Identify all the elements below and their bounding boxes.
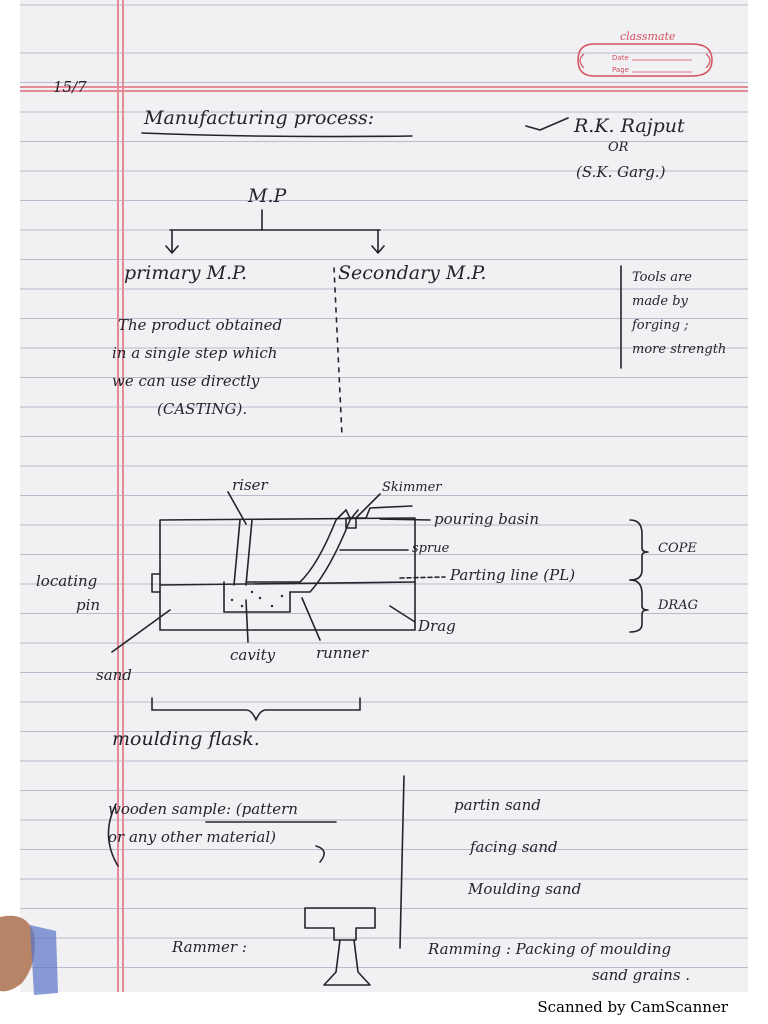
leader-drag [389, 605, 416, 623]
runner-sprue [289, 509, 359, 593]
stamp-date-label: Date [612, 54, 629, 62]
stamp-page-label: Page [612, 66, 629, 74]
tree-root-label: M.P [248, 185, 287, 207]
dashed-divider [333, 267, 343, 437]
arrow-down-icon [371, 229, 385, 254]
rammer-icon [323, 939, 371, 986]
header-line [20, 90, 748, 92]
side-note-line: more strength [632, 342, 727, 357]
leader-skimmer [355, 493, 381, 519]
label-pouring-basin: pouring basin [434, 510, 539, 528]
reference-garg: (S.K. Garg.) [576, 163, 666, 181]
stamp-brand: classmate [620, 30, 676, 43]
primary-description: The product obtained [118, 316, 283, 334]
label-locating-pin: locating [36, 572, 98, 590]
scanner-watermark: Scanned by CamScanner [537, 998, 728, 1016]
side-note-line: made by [632, 294, 688, 309]
label-sand: sand [96, 666, 132, 684]
leader-parting-line [399, 576, 446, 579]
rammer-icon [304, 907, 376, 941]
title-underline [141, 132, 413, 138]
sand-type: facing sand [470, 838, 558, 856]
label-runner: runner [316, 644, 369, 662]
label-locating-pin: pin [76, 596, 101, 614]
notes-divider [399, 775, 405, 949]
margin-line [117, 0, 119, 992]
label-drag-bracket: DRAG [658, 598, 698, 613]
tick-mark-icon [525, 117, 569, 131]
cope-brace [629, 519, 649, 581]
side-note-line: forging ; [632, 318, 689, 333]
moulding-flask-outline [159, 517, 416, 631]
label-skimmer: Skimmer [382, 480, 442, 495]
secondary-mp-label: Secondary M.P. [338, 262, 487, 284]
pattern-note: wooden sample: (pattern [108, 800, 298, 818]
parting-line [159, 581, 416, 586]
side-note-line: Tools are [632, 270, 692, 285]
label-sprue: sprue [412, 541, 450, 556]
reference-or: OR [608, 140, 629, 155]
skimmer-core [345, 517, 357, 529]
header-line [20, 86, 748, 88]
leader-runner [301, 597, 321, 641]
primary-mp-label: primary M.P. [124, 262, 247, 284]
notebook-page: classmate Date Page [20, 0, 748, 992]
margin-line [122, 0, 124, 992]
handwritten-drawings [107, 117, 649, 986]
label-drag: Drag [418, 617, 456, 635]
rammer-label: Rammer : [172, 938, 247, 956]
finger-icon [0, 915, 58, 995]
ramming-note: Ramming : Packing of moulding [428, 940, 672, 958]
page-title: Manufacturing process: [144, 107, 375, 129]
primary-description: (CASTING). [157, 400, 248, 418]
leader-cavity [245, 599, 249, 643]
runner-sprue [289, 509, 347, 583]
cavity [223, 581, 291, 613]
primary-description: we can use directly [112, 372, 260, 390]
label-cavity: cavity [230, 646, 276, 664]
primary-description: in a single step which [112, 344, 278, 362]
drag-brace [629, 579, 649, 633]
stamp-frame-icon [577, 43, 713, 77]
ramming-note: sand grains . [592, 966, 691, 984]
reference-rajput: R.K. Rajput [574, 115, 685, 137]
pattern-tail [315, 845, 325, 863]
label-parting-line: Parting line (PL) [450, 566, 576, 584]
pouring-basin [345, 505, 413, 519]
label-riser: riser [232, 476, 268, 494]
riser [233, 519, 253, 586]
sand-type: partin sand [454, 796, 541, 814]
arrow-down-icon [165, 229, 179, 254]
label-moulding-flask: moulding flask. [112, 728, 260, 750]
leader-riser [227, 491, 247, 525]
pattern-bracket [107, 803, 119, 867]
pattern-note: or any other material) [108, 828, 276, 846]
date-note: 15/7 [53, 78, 87, 96]
leader-pouring-basin [379, 518, 431, 521]
flask-brace [151, 697, 361, 721]
sand-type: Moulding sand [468, 880, 582, 898]
classmate-stamp: classmate Date Page [572, 30, 718, 88]
locating-pin-icon [151, 573, 161, 593]
leader-sand [111, 609, 171, 653]
label-cope: COPE [658, 541, 697, 556]
